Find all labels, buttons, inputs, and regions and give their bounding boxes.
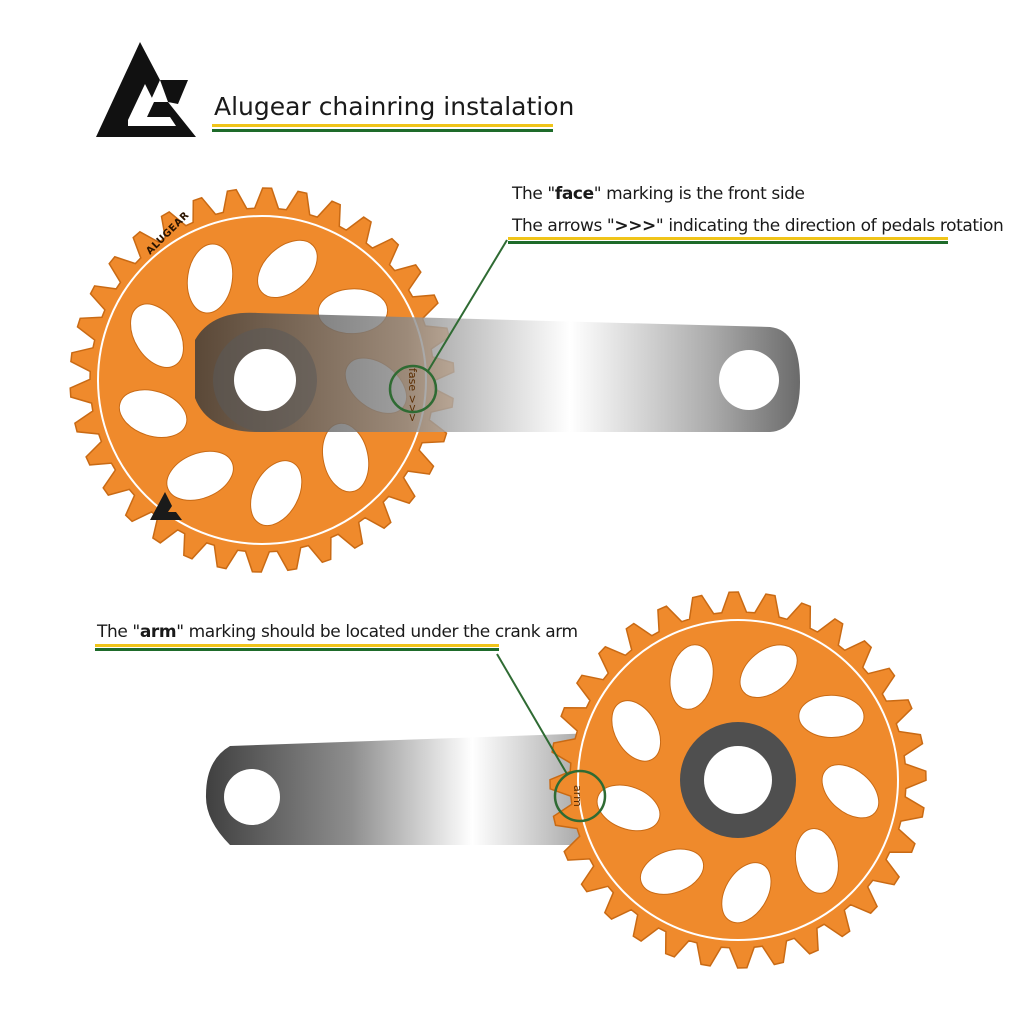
top-spindle-hole (234, 349, 296, 411)
arm-callout-leader (496, 653, 568, 775)
small-logo-icon (150, 492, 182, 520)
header: Alugear chainring instalation (96, 42, 574, 137)
arm-note-line: The "arm" marking should be located unde… (96, 622, 578, 642)
chainring-cutout (721, 862, 772, 924)
chainring-cutout (596, 784, 661, 832)
bottom-pedal-hole (224, 769, 280, 825)
face-callout-leader (427, 239, 508, 372)
face-note-line2: The arrows ">>>" indicating the directio… (511, 216, 1003, 236)
chainring-cutout (798, 694, 865, 739)
bottom-spindle-hole (704, 746, 772, 814)
chainring-cutout (611, 700, 662, 762)
chainring-cutout (639, 848, 705, 895)
alugear-logo-icon (96, 42, 196, 137)
title-underline-yellow (212, 124, 553, 127)
face-note-underline-green (508, 241, 948, 244)
chainring-cutout (250, 460, 303, 527)
bottom-assembly: arm (205, 591, 927, 969)
arm-marking-label: arm (571, 785, 584, 807)
arm-note: The "arm" marking should be located unde… (95, 622, 578, 651)
chainring-cutout (118, 389, 188, 438)
arm-note-underline-yellow (95, 644, 499, 647)
title-underline-green (212, 129, 553, 132)
face-note: The "face" marking is the front side The… (508, 184, 1004, 244)
face-note-line1: The "face" marking is the front side (511, 184, 805, 204)
chainring-cutout (166, 450, 234, 501)
chainring-cutout (257, 239, 318, 298)
chainring-cutout (130, 303, 184, 368)
chainring-cutout (739, 644, 798, 699)
top-crank-arm (195, 312, 800, 432)
face-note-underline-yellow (508, 237, 948, 240)
chainring-cutout (821, 764, 880, 819)
chainring-cutout (794, 828, 839, 894)
top-pedal-hole (719, 350, 779, 410)
top-assembly: ALUGEAR fase >>> (69, 187, 800, 573)
chainring-rim-line (577, 619, 899, 941)
chainring-cutout (669, 644, 714, 710)
face-marking-label: fase >>> (406, 368, 419, 422)
arm-marking-callout-circle (553, 769, 607, 823)
chainring-cutout (186, 243, 234, 314)
page-title: Alugear chainring instalation (214, 92, 574, 121)
arm-note-underline-green (95, 648, 499, 651)
face-marking-callout-circle (388, 364, 438, 414)
